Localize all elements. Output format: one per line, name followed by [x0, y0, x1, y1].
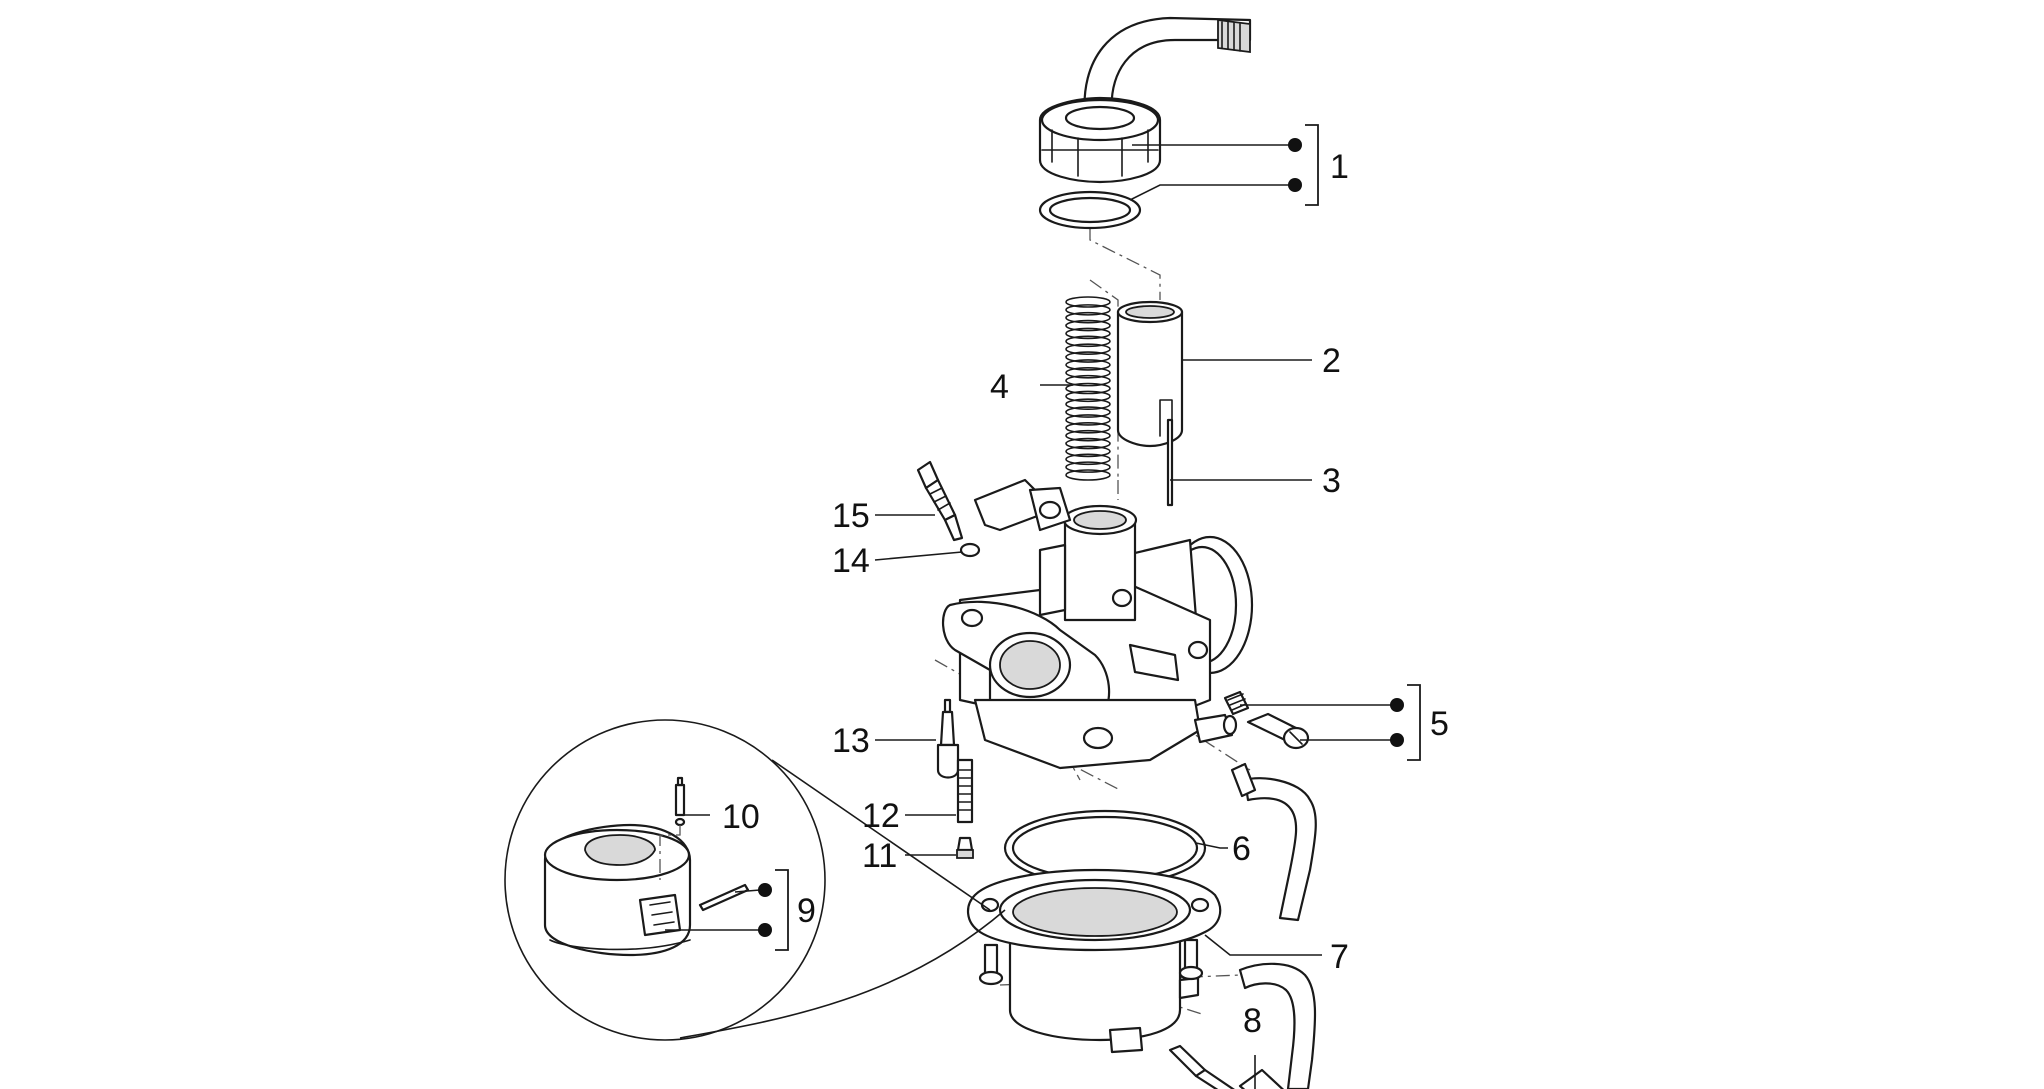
- callout-3: 3: [1322, 462, 1341, 500]
- spring-coil: [1065, 453, 1111, 466]
- pilot-jet: [936, 698, 960, 779]
- callout-2: 2: [1322, 342, 1341, 380]
- spring-coil: [1065, 296, 1111, 308]
- spring-coil: [1065, 437, 1111, 450]
- callout-9: 9: [797, 892, 816, 930]
- group-brackets: [775, 124, 1421, 951]
- spring-coil: [1065, 327, 1111, 340]
- spring-coil: [1065, 469, 1111, 481]
- spring-coil: [1065, 422, 1111, 434]
- float-bowl-gasket: [1003, 809, 1207, 887]
- leader-dots: [758, 138, 1404, 937]
- callout-5: 5: [1430, 705, 1449, 743]
- callout-6: 6: [1232, 830, 1251, 868]
- callout-7: 7: [1330, 938, 1349, 976]
- carburetor-body: [942, 478, 1254, 770]
- spring-coil: [1065, 414, 1111, 426]
- callout-10: 10: [722, 798, 760, 836]
- cap-gasket: [1038, 190, 1142, 230]
- float-bowl: [967, 868, 1222, 1054]
- needle: [1166, 418, 1174, 507]
- spring-coil: [1065, 429, 1111, 442]
- spring-coil: [1065, 343, 1111, 355]
- throttle-slide: [1116, 300, 1184, 448]
- bowl-screws: [978, 938, 1204, 986]
- overflow-hose: [1230, 762, 1317, 922]
- idle-adjust-screw: [1223, 690, 1310, 750]
- main-jet: [956, 836, 974, 859]
- callout-labels: 1 2 3 4 5 6 7 8 9 10 11 12 13 14 15: [722, 148, 1449, 1040]
- spring-coil: [1065, 461, 1111, 473]
- drain-hose: [1238, 962, 1317, 1089]
- float-detail-circle: [504, 719, 1006, 1041]
- spring-coil: [1065, 390, 1111, 403]
- spring-coil: [1065, 319, 1111, 332]
- callout-13: 13: [832, 722, 870, 760]
- callout-14: 14: [832, 542, 870, 580]
- spring-coil: [1065, 351, 1111, 363]
- spring-coil: [1065, 311, 1111, 324]
- spring-coil: [1065, 335, 1111, 348]
- idle-screw: [916, 460, 964, 542]
- drain-screw: [1168, 1044, 1285, 1089]
- callout-4: 4: [990, 368, 1009, 406]
- callout-8: 8: [1243, 1002, 1262, 1040]
- small-o-ring: [959, 542, 981, 558]
- spring-coil: [1065, 304, 1111, 316]
- spring-coil: [1065, 374, 1111, 387]
- cap-with-tube: [1038, 16, 1252, 184]
- jet-holder: [956, 758, 974, 824]
- spring: [1065, 296, 1111, 481]
- leader-lines: [665, 144, 1392, 1089]
- callout-15: 15: [832, 497, 870, 535]
- callout-1: 1: [1330, 148, 1349, 186]
- callout-12: 12: [862, 797, 900, 835]
- spring-coil: [1065, 406, 1111, 418]
- spring-coil: [1065, 359, 1111, 371]
- spring-coil: [1065, 398, 1111, 411]
- spring-coil: [1065, 445, 1111, 458]
- spring-coil: [1065, 366, 1111, 379]
- callout-11: 11: [862, 837, 897, 875]
- spring-coil: [1065, 382, 1111, 395]
